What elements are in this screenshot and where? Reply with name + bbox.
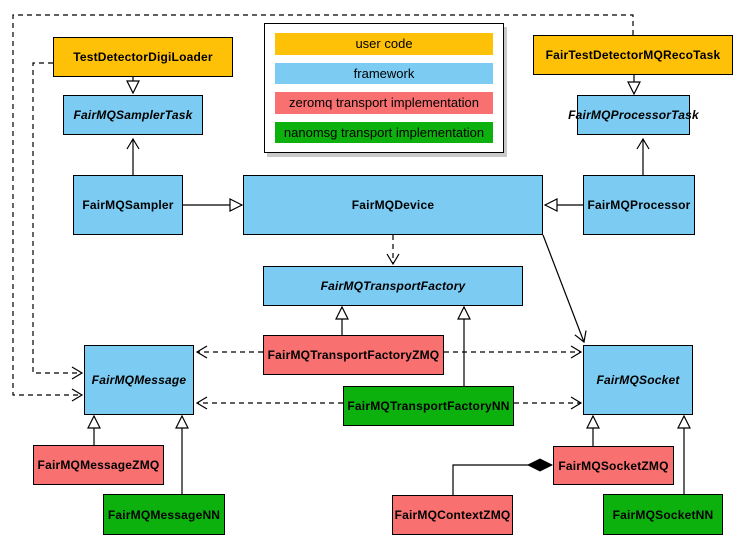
edge-contextzmq-socketzmq-composition xyxy=(452,465,552,495)
edge-device-socket-association xyxy=(542,234,587,344)
class-fairmqtransportfactoryzmq: FairMQTransportFactoryZMQ xyxy=(263,335,444,375)
class-fairmqsocketzmq: FairMQSocketZMQ xyxy=(553,446,674,485)
class-fairmqdevice: FairMQDevice xyxy=(243,175,543,235)
legend-item-user-code: user code xyxy=(275,33,493,55)
class-fairmqsocketnn: FairMQSocketNN xyxy=(603,494,723,535)
class-fairmqmessage: FairMQMessage xyxy=(84,345,194,415)
edge-recotask-message-dependency xyxy=(12,14,634,402)
class-fairmqmessagezmq: FairMQMessageZMQ xyxy=(33,445,164,485)
class-testdetectordigiloader: TestDetectorDigiLoader xyxy=(53,37,233,77)
edge-digiloader-message-dependency xyxy=(32,62,84,380)
legend-item-nanomsg: nanomsg transport implementation xyxy=(275,121,493,143)
class-fairmqsocket: FairMQSocket xyxy=(583,345,693,415)
class-fairmqtransportfactory: FairMQTransportFactory xyxy=(263,266,523,306)
class-fairmqtransportfactorynn: FairMQTransportFactoryNN xyxy=(343,386,514,426)
class-fairmqprocessor: FairMQProcessor xyxy=(583,175,695,235)
legend-item-zeromq: zeromq transport implementation xyxy=(275,92,493,114)
class-fairmqprocessortask: FairMQProcessorTask xyxy=(568,95,699,135)
class-fairmqmessagenn: FairMQMessageNN xyxy=(103,494,225,535)
class-fairmqsamplertask: FairMQSamplerTask xyxy=(63,95,203,135)
class-fairtestdetectormqrecotask: FairTestDetectorMQRecoTask xyxy=(533,35,733,75)
class-fairmqsampler: FairMQSampler xyxy=(73,175,183,235)
legend-item-framework: framework xyxy=(275,62,493,84)
legend: user code framework zeromq transport imp… xyxy=(264,23,504,153)
class-fairmqcontextzmq: FairMQContextZMQ xyxy=(392,495,513,535)
